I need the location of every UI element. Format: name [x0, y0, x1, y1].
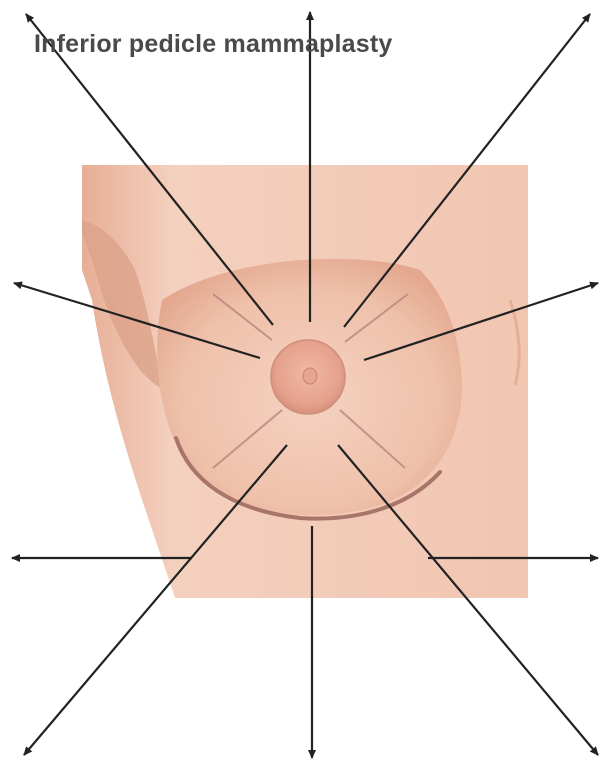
- nipple: [303, 368, 317, 384]
- diagram-title: Inferior pedicle mammaplasty: [34, 30, 393, 59]
